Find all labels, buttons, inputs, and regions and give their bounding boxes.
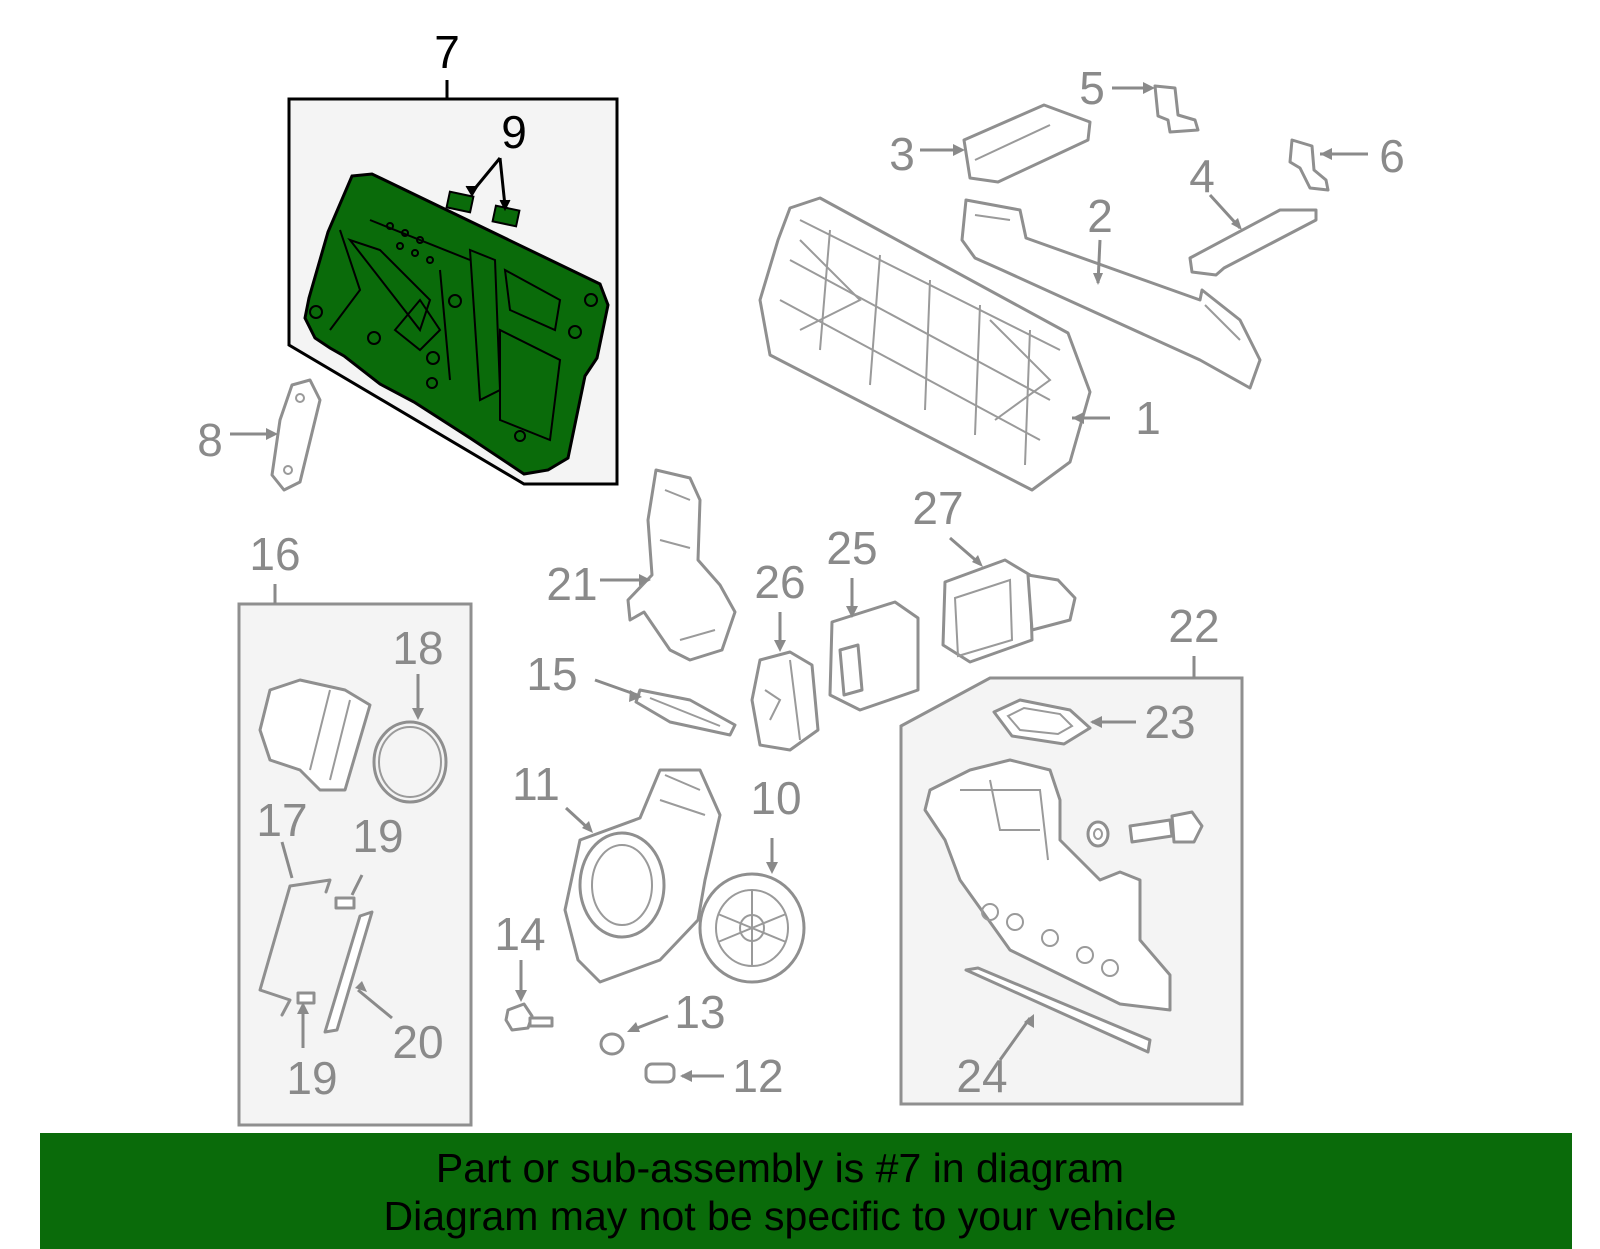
callout-26: 26 [754,556,805,608]
part-6[interactable] [1288,138,1368,192]
callout-19-bottom: 19 [286,1052,337,1104]
callout-12: 12 [732,1050,783,1102]
part-12[interactable] [644,1062,724,1084]
part-17[interactable] [258,841,332,1017]
part-20[interactable] [323,910,393,1034]
callout-23: 23 [1144,696,1195,748]
callout-9: 9 [501,106,527,158]
part-16-group[interactable] [237,584,473,1127]
part-21[interactable] [600,468,737,662]
callout-13: 13 [674,986,725,1038]
callout-20: 20 [392,1016,443,1068]
part-22-group[interactable] [899,656,1244,1106]
callout-25: 25 [826,522,877,574]
part-1[interactable] [758,196,1110,492]
callout-22: 22 [1168,600,1219,652]
callout-5: 5 [1079,62,1105,114]
callout-18: 18 [392,622,443,674]
part-8[interactable] [230,378,322,492]
part-19-clip-top[interactable] [334,896,356,910]
callout-21: 21 [546,558,597,610]
callout-6: 6 [1379,130,1405,182]
part-7-cover[interactable] [303,172,610,476]
callout-14: 14 [494,908,545,960]
callout-1: 1 [1135,392,1161,444]
part-23[interactable] [992,698,1136,746]
callout-8: 8 [197,414,223,466]
part-7-cover-detail [309,219,598,442]
part-7-group[interactable] [287,80,619,486]
part-2[interactable] [960,198,1262,390]
part-24[interactable] [964,966,1152,1061]
callout-17: 17 [256,794,307,846]
part-19-clip-bottom[interactable] [296,991,316,1005]
part-13[interactable] [599,1014,669,1056]
part-25[interactable] [828,578,920,712]
callout-11: 11 [512,758,560,810]
part-5[interactable] [1112,82,1200,134]
banner-line-disclaimer: Diagram may not be specific to your vehi… [383,1193,1177,1239]
callout-27: 27 [912,482,963,534]
part-9-clip-right[interactable] [491,204,521,228]
part-18[interactable] [372,674,448,804]
callout-4: 4 [1189,150,1215,202]
callout-19-top: 19 [352,810,403,862]
part-26[interactable] [750,612,820,752]
callout-7: 7 [434,26,460,78]
part-11[interactable] [563,768,722,984]
info-banner: Part or sub-assembly is #7 in diagram Di… [40,1133,1572,1249]
part-27[interactable] [941,536,1077,664]
callout-16: 16 [249,528,300,580]
callout-10: 10 [750,772,801,824]
part-15[interactable] [594,678,737,737]
part-9-clip-left[interactable] [445,190,475,214]
part-14[interactable] [504,960,554,1032]
part-3[interactable] [920,103,1092,184]
callout-15: 15 [526,648,577,700]
banner-line-part-number: Part or sub-assembly is #7 in diagram [435,1145,1125,1191]
part-10[interactable] [698,838,806,984]
callout-24: 24 [956,1050,1007,1102]
callout-3: 3 [889,128,915,180]
callout-2: 2 [1087,190,1113,242]
part-4[interactable] [1188,193,1318,277]
